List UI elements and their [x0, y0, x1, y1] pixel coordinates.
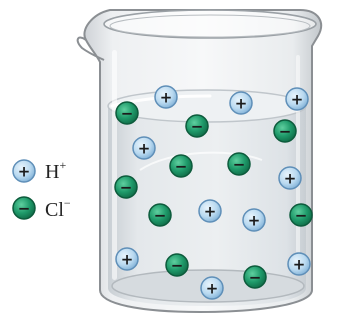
legend-item-cation: + H+	[12, 158, 66, 183]
anion-ball	[148, 203, 172, 227]
anion-sign: −	[233, 156, 246, 174]
cation-sign: +	[138, 140, 151, 158]
anion-ion: −	[165, 253, 189, 277]
anion-sign: −	[175, 158, 188, 176]
cation-ball	[242, 208, 266, 232]
anion-ion: −	[227, 152, 251, 176]
cation-ion: +	[229, 91, 253, 115]
anion-sign: −	[154, 207, 167, 225]
anion-sign: −	[191, 118, 204, 136]
anion-ion: −	[169, 154, 193, 178]
cation-ion: +	[285, 87, 309, 111]
anion-sign: −	[295, 207, 308, 225]
cation-ball	[278, 166, 302, 190]
anion-symbol: Cl	[45, 199, 64, 221]
anion-swatch	[12, 196, 36, 220]
cation-charge: +	[59, 158, 66, 172]
cation-ball	[115, 247, 139, 271]
legend-label-anion: Cl−	[45, 196, 71, 221]
anion-ball	[185, 114, 209, 138]
cation-ball	[198, 199, 222, 223]
cation-symbol: H	[45, 161, 59, 183]
cation-ball	[154, 85, 178, 109]
anion-charge: −	[64, 196, 71, 210]
anion-ion: −	[243, 265, 267, 289]
anion-ion: −	[114, 175, 138, 199]
beaker	[76, 9, 323, 314]
cation-sign: +	[204, 203, 217, 221]
anion-swatch-sign: −	[18, 200, 31, 218]
cation-swatch	[12, 159, 36, 183]
anion-ball	[169, 154, 193, 178]
ions: +++−−−+−−+−−++−+−−++	[114, 85, 313, 300]
cation-ion: +	[154, 85, 178, 109]
legend: + H+ − Cl−	[12, 158, 71, 221]
legend-label-cation: H+	[45, 158, 66, 183]
anion-ball	[227, 152, 251, 176]
beaker-spout	[76, 36, 105, 61]
cation-ion: +	[132, 136, 156, 160]
cation-sign: +	[121, 251, 134, 269]
cation-sign: +	[206, 280, 219, 298]
cation-ball	[132, 136, 156, 160]
anion-ball	[273, 119, 297, 143]
cation-sign: +	[291, 91, 304, 109]
anion-ball	[115, 101, 139, 125]
cation-sign: +	[235, 95, 248, 113]
legend-item-anion: − Cl−	[12, 196, 71, 221]
cation-sign: +	[284, 170, 297, 188]
anion-sign: −	[121, 105, 134, 123]
anion-sign: −	[249, 269, 262, 287]
cation-ion: +	[278, 166, 302, 190]
cation-ion: +	[287, 252, 311, 276]
anion-ion: −	[115, 101, 139, 125]
anion-ball	[289, 203, 313, 227]
anion-ion: −	[289, 203, 313, 227]
cation-ion: +	[198, 199, 222, 223]
cation-ion: +	[200, 276, 224, 300]
anion-ion: −	[273, 119, 297, 143]
cation-ball	[229, 91, 253, 115]
anion-ion: −	[185, 114, 209, 138]
cation-ball	[287, 252, 311, 276]
cation-sign: +	[248, 212, 261, 230]
anion-ball	[243, 265, 267, 289]
anion-ball	[165, 253, 189, 277]
cation-ion: +	[115, 247, 139, 271]
anion-ball	[114, 175, 138, 199]
anion-ion: −	[148, 203, 172, 227]
anion-sign: −	[279, 123, 292, 141]
cation-ball	[285, 87, 309, 111]
cation-sign: +	[160, 89, 173, 107]
cation-ball	[200, 276, 224, 300]
anion-sign: −	[171, 257, 184, 275]
anion-sign: −	[120, 179, 133, 197]
cation-swatch-sign: +	[18, 163, 31, 181]
cation-sign: +	[293, 256, 306, 274]
cation-ion: +	[242, 208, 266, 232]
